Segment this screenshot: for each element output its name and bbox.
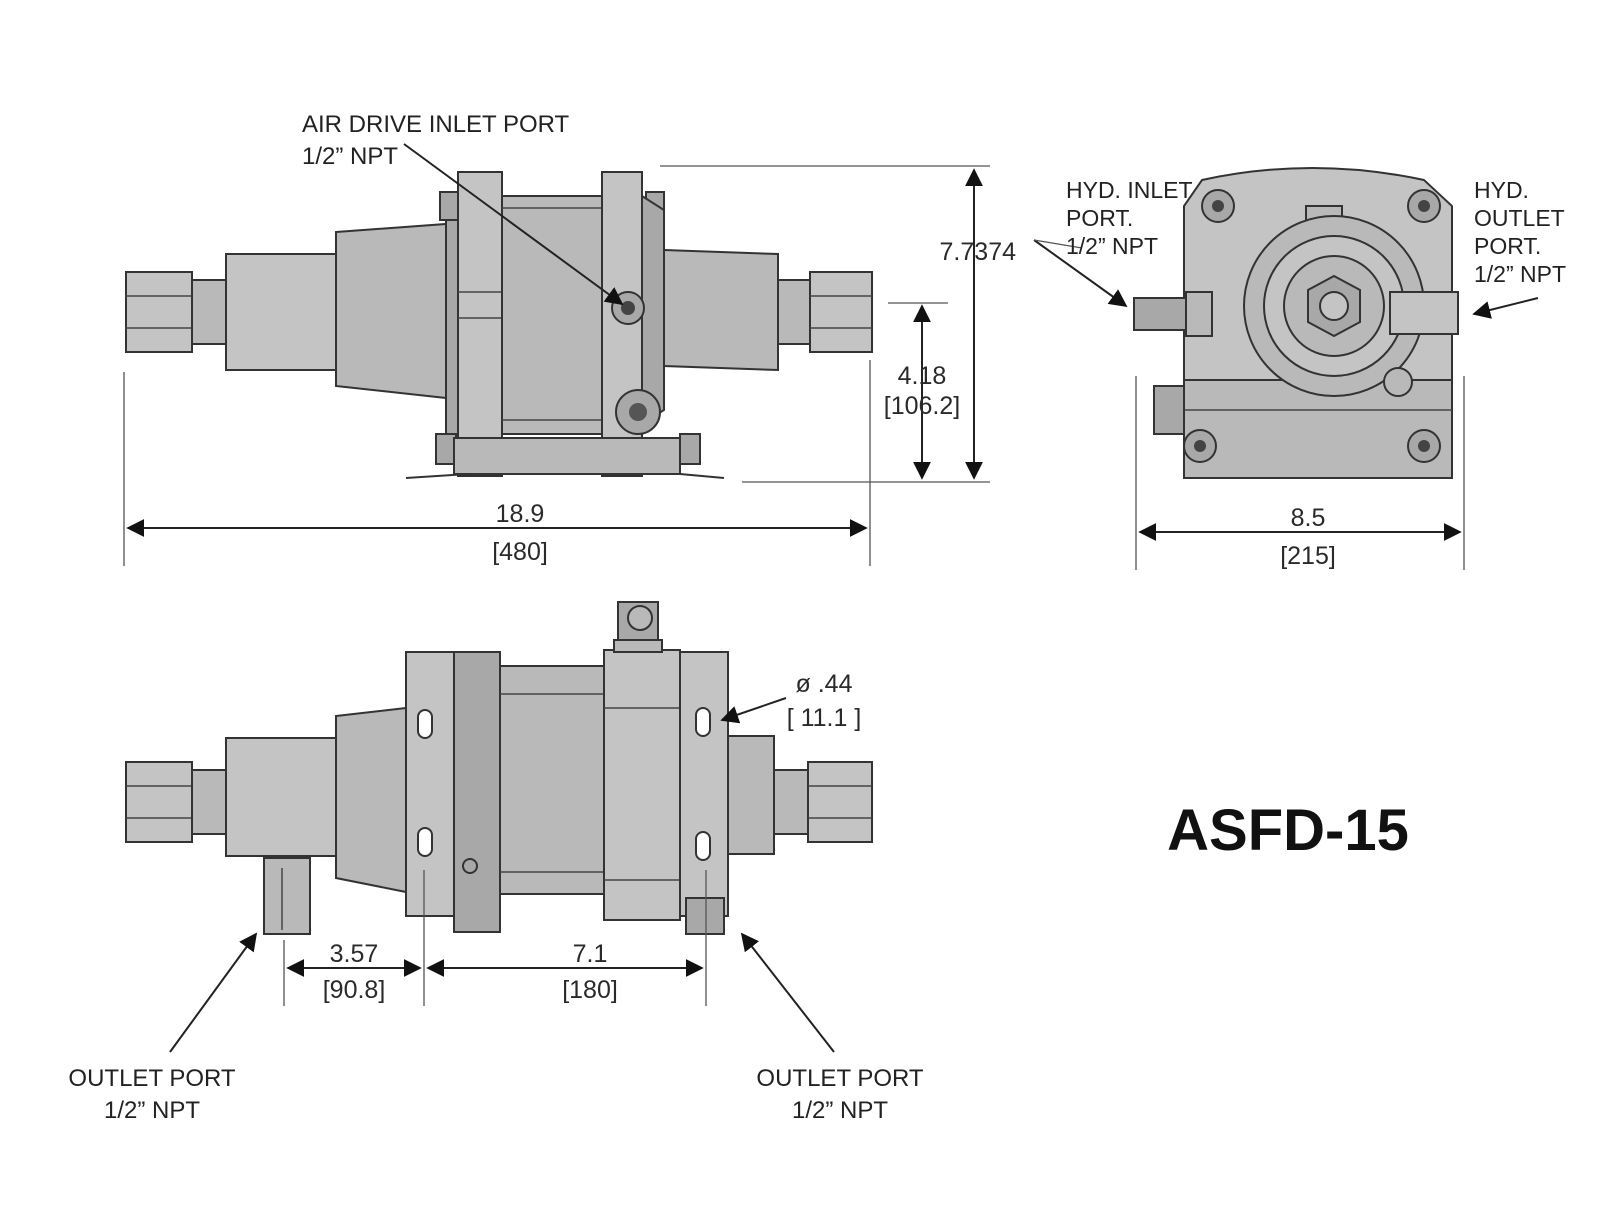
dim-length-metric: [480] <box>492 538 548 566</box>
hyd-inlet-callout-line3: 1/2” NPT <box>1066 233 1158 259</box>
dim-width-value: 8.5 <box>1291 504 1326 532</box>
side-view-dimensions <box>123 143 990 566</box>
dim-height-axis-value: 4.18 <box>898 362 947 390</box>
dim-height-axis-metric: [106.2] <box>884 392 960 420</box>
hyd-outlet-callout-line1: HYD. <box>1474 177 1529 203</box>
model-title: ASFD-15 <box>1167 798 1409 863</box>
outlet-left-callout-line1: OUTLET PORT <box>68 1065 235 1092</box>
hyd-outlet-callout-line2: OUTLET <box>1474 205 1565 231</box>
labels: AIR DRIVE INLET PORT 1/2” NPT 18.9 [480]… <box>68 111 1566 1124</box>
hole-callout-value: ø .44 <box>796 670 853 698</box>
outlet-right-callout-line2: 1/2” NPT <box>792 1097 888 1124</box>
outlet-right-callout-line1: OUTLET PORT <box>756 1065 923 1092</box>
dim-height-total-value: 7.7374 <box>940 238 1017 266</box>
air-inlet-callout-line1: AIR DRIVE INLET PORT <box>302 111 570 138</box>
side-view <box>125 171 873 479</box>
air-inlet-callout-line2: 1/2” NPT <box>302 143 398 170</box>
hyd-inlet-callout-line2: PORT. <box>1066 205 1133 231</box>
bottom-view <box>125 601 873 935</box>
dim-port-offset-metric: [90.8] <box>323 976 386 1004</box>
end-view-dimensions <box>1033 239 1539 570</box>
dim-width-metric: [215] <box>1280 542 1336 570</box>
hyd-outlet-callout-line4: 1/2” NPT <box>1474 261 1566 287</box>
hyd-inlet-callout-line1: HYD. INLET <box>1066 177 1193 203</box>
outlet-left-callout-line2: 1/2” NPT <box>104 1097 200 1124</box>
dim-length-value: 18.9 <box>496 500 545 528</box>
dim-hole-spacing-metric: [180] <box>562 976 618 1004</box>
hyd-outlet-callout-line3: PORT. <box>1474 233 1541 259</box>
hole-callout-metric: [ 11.1 ] <box>787 704 862 732</box>
bottom-view-dimensions <box>169 697 835 1053</box>
dim-port-offset-value: 3.57 <box>330 940 379 968</box>
dim-hole-spacing-value: 7.1 <box>573 940 608 968</box>
end-view <box>1133 167 1459 479</box>
